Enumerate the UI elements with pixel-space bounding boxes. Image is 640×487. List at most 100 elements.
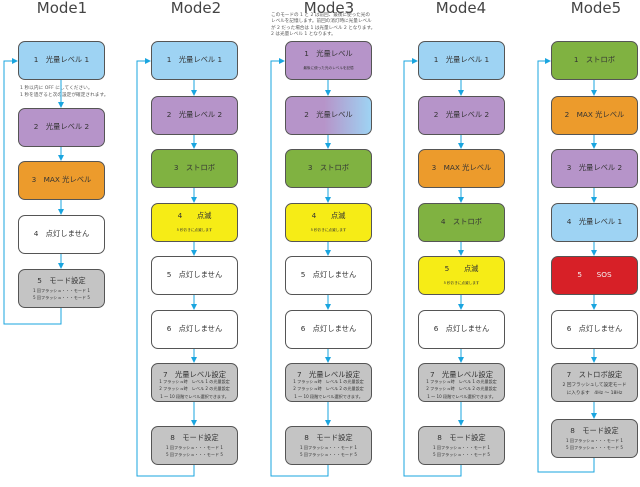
step-sub: 5 秒おきに点滅します: [176, 228, 213, 232]
detail-line: 2 フラッシュ時 レベル 2 の光量設定: [293, 386, 364, 392]
step-label: 2 光量レベル 2: [166, 110, 223, 119]
step-label: 1 光量レベル: [304, 49, 353, 58]
detail-line: 1 回フラッシュ・・・モード 1: [566, 438, 623, 443]
mode4-step-8: 8 モード設定 1 回フラッシュ・・・モード 1 5 回フラッシュ・・・モード …: [418, 426, 505, 465]
step-detail: 1 回フラッシュ・・・モード 1 5 回フラッシュ・・・モード 5: [286, 444, 371, 458]
step-label: 1 光量レベル 1: [166, 55, 223, 64]
step-label: 3 ストロボ: [173, 163, 216, 172]
mode2-step-6: 6 点灯しません: [151, 310, 238, 349]
step-label: 3 ストロボ: [307, 163, 350, 172]
detail-line: 1 ～ 10 段階でレベル選択できます。: [427, 393, 496, 399]
step-sub: 最後に使った光のレベルを記憶: [303, 66, 354, 70]
mode5-step-5: 5 SOS: [551, 256, 638, 295]
mode3-step-5: 5 点灯しません: [285, 256, 372, 295]
mode4-step-2: 2 光量レベル 2: [418, 96, 505, 135]
step-label: 4 点滅: [311, 211, 346, 220]
step-detail: 1 フラッシュ時 レベル 1 の光量設定 2 フラッシュ時 レベル 2 の光量設…: [419, 378, 504, 400]
mode4-loop-arrow: [403, 58, 462, 477]
mode3-step-7: 7 光量レベル設定 1 フラッシュ時 レベル 1 の光量設定 2 フラッシュ時 …: [285, 363, 372, 402]
step-label: 4 光量レベル 1: [566, 217, 623, 226]
mode1-step-5: 5 モード設定 1 回フラッシュ・・・モード 1 5 回フラッシュ・・・モード …: [18, 269, 105, 308]
step-label: 2 光量レベル 2: [433, 110, 490, 119]
detail-line: 1 回フラッシュ・・・モード 1: [33, 288, 90, 293]
mode2-step-2: 2 光量レベル 2: [151, 96, 238, 135]
detail-line: に入ります 4Hz ～ 18Hz: [566, 391, 623, 396]
mode2-loop-arrow: [136, 58, 195, 477]
mode2-step-4: 4 点滅 5 秒おきに点滅します: [151, 203, 238, 242]
step-detail: 1 フラッシュ時 レベル 1 の光量設定 2 フラッシュ時 レベル 2 の光量設…: [152, 378, 237, 400]
mode4-title: Mode4: [435, 0, 487, 17]
mode5-step-8: 8 モード設定 1 回フラッシュ・・・モード 1 5 回フラッシュ・・・モード …: [551, 419, 638, 458]
step-label: 6 点灯しません: [300, 324, 357, 333]
mode5-step-7: 7 ストロボ設定 2 回フラッシュして設定モード に入ります 4Hz ～ 18H…: [551, 363, 638, 402]
step-label: 5 点滅: [444, 264, 479, 273]
detail-line: 5 回フラッシュ・・・モード 5: [166, 452, 223, 457]
mode1-step-1: 1 光量レベル 1: [18, 41, 105, 80]
step-detail: 1 フラッシュ時 レベル 1 の光量設定 2 フラッシュ時 レベル 2 の光量設…: [286, 378, 371, 400]
mode3-step-3: 3 ストロボ: [285, 149, 372, 188]
detail-line: 1 ～ 10 段階でレベル選択できます。: [160, 393, 229, 399]
step-label: 7 ストロボ設定: [566, 370, 623, 379]
detail-line: 5 回フラッシュ・・・モード 5: [300, 452, 357, 457]
detail-line: 1 回フラッシュ・・・モード 1: [300, 445, 357, 450]
step-label: 6 点灯しません: [166, 324, 223, 333]
detail-line: 1 フラッシュ時 レベル 1 の光量設定: [159, 379, 230, 384]
mode3-step-1: 1 光量レベル 最後に使った光のレベルを記憶: [285, 41, 372, 80]
mode3-step-6: 6 点灯しません: [285, 310, 372, 349]
note-line: レベルを記憶します。前回の消灯時に光量レベル: [271, 19, 372, 25]
step-label: 1 ストロボ: [573, 55, 616, 64]
step-detail: 1 回フラッシュ・・・モード 1 5 回フラッシュ・・・モード 5: [19, 287, 104, 301]
mode2-step-8: 8 モード設定 1 回フラッシュ・・・モード 1 5 回フラッシュ・・・モード …: [151, 426, 238, 465]
mode3-loop-arrow: [270, 58, 329, 477]
step-label: 8 モード設定: [570, 426, 619, 435]
step-label: 7 光量レベル設定: [429, 370, 494, 379]
step-label: 2 光量レベル 2: [33, 122, 90, 131]
detail-line: 5 回フラッシュ・・・モード 5: [566, 445, 623, 450]
detail-line: 1 ～ 10 段階でレベル選択できます。: [294, 393, 363, 399]
mode4-step-7: 7 光量レベル設定 1 フラッシュ時 レベル 1 の光量設定 2 フラッシュ時 …: [418, 363, 505, 402]
mode1-note: 1 秒以内に OFF にしてください。 1 秒を過ぎると次の設定が確定されます。: [20, 86, 108, 99]
mode3-step-8: 8 モード設定 1 回フラッシュ・・・モード 1 5 回フラッシュ・・・モード …: [285, 426, 372, 465]
mode4-step-6: 6 点灯しません: [418, 310, 505, 349]
step-detail: 1 回フラッシュ・・・モード 1 5 回フラッシュ・・・モード 5: [419, 444, 504, 458]
mode1-title: Mode1: [36, 0, 88, 17]
mode1-step-3: 3 MAX 光レベル: [18, 161, 105, 200]
note-line: 1 秒以内に OFF にしてください。: [20, 86, 93, 91]
mode2-step-7: 7 光量レベル設定 1 フラッシュ時 レベル 1 の光量設定 2 フラッシュ時 …: [151, 363, 238, 402]
mode5-step-4: 4 光量レベル 1: [551, 203, 638, 242]
step-label: 7 光量レベル設定: [296, 370, 361, 379]
detail-line: 1 回フラッシュ・・・モード 1: [433, 445, 490, 450]
detail-line: 5 回フラッシュ・・・モード 5: [433, 452, 490, 457]
mode2-step-5: 5 点灯しません: [151, 256, 238, 295]
mode5-step-1: 1 ストロボ: [551, 41, 638, 80]
mode3-step-2: 2 光量レベル: [285, 96, 372, 135]
mode1-loop-arrow: [3, 58, 62, 325]
step-label: 7 光量レベル設定: [162, 370, 227, 379]
step-label: 8 モード設定: [304, 433, 353, 442]
step-label: 6 点灯しません: [433, 324, 490, 333]
step-label: 2 光量レベル: [304, 110, 353, 119]
step-label: 1 光量レベル 1: [433, 55, 490, 64]
mode4-step-4: 4 ストロボ: [418, 203, 505, 242]
mode5-loop-arrow: [537, 58, 595, 473]
mode5-step-3: 3 光量レベル 2: [551, 149, 638, 188]
mode2-title: Mode2: [170, 0, 222, 17]
mode4-step-3: 3 MAX 光レベル: [418, 149, 505, 188]
mode5-step-2: 2 MAX 光レベル: [551, 96, 638, 135]
mode1-step-2: 2 光量レベル 2: [18, 108, 105, 147]
step-sub: 5 秒おきに点滅します: [310, 228, 347, 232]
mode4-step-5: 5 点滅 5 秒おきに点滅します: [418, 256, 505, 295]
mode5-title: Mode5: [570, 0, 622, 17]
step-label: 5 点灯しません: [166, 270, 223, 279]
mode3-step-4: 4 点滅 5 秒おきに点滅します: [285, 203, 372, 242]
mode4-step-1: 1 光量レベル 1: [418, 41, 505, 80]
step-detail: 2 回フラッシュして設定モード に入ります 4Hz ～ 18Hz: [552, 382, 637, 398]
note-line: このモードの 1 と 2 は前回、最後に使った光の: [271, 13, 370, 18]
step-label: 4 ストロボ: [440, 217, 483, 226]
step-label: 5 モード設定: [37, 276, 86, 285]
step-label: 2 MAX 光レベル: [564, 110, 625, 119]
detail-line: 1 フラッシュ時 レベル 1 の光量設定: [293, 379, 364, 384]
detail-line: 5 回フラッシュ・・・モード 5: [33, 295, 90, 300]
mode2-step-3: 3 ストロボ: [151, 149, 238, 188]
